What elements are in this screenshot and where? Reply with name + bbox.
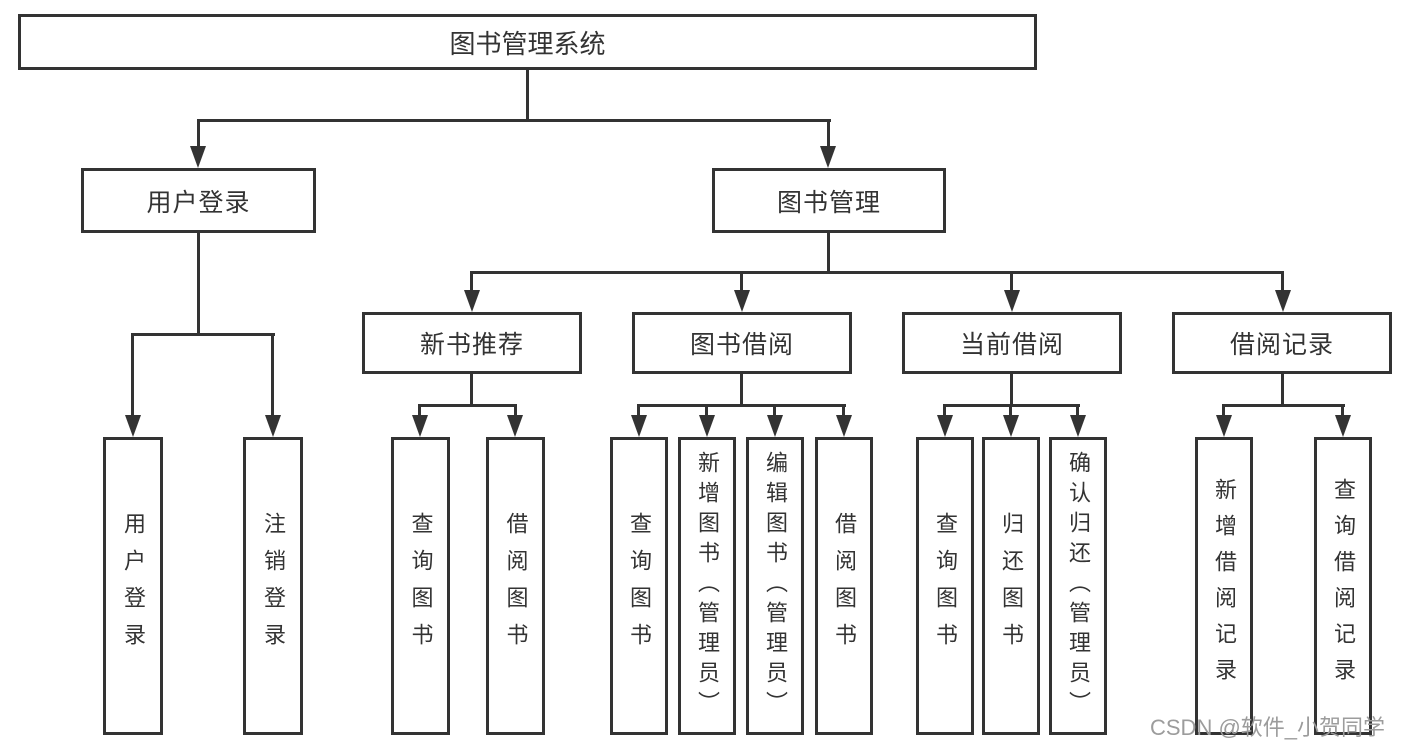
arrow-down-icon bbox=[1070, 415, 1086, 437]
node-book-management: 图书管理 bbox=[712, 168, 946, 233]
connector-to-book-borrow bbox=[740, 271, 743, 293]
connector-new-book-branch bbox=[418, 404, 517, 407]
connector-new-book-stem bbox=[470, 374, 473, 406]
connector-current-borrow-stem bbox=[1010, 374, 1013, 406]
node-current-borrow: 当前借阅 bbox=[902, 312, 1122, 374]
arrow-down-icon bbox=[507, 415, 523, 437]
node-user-login: 用户登录 bbox=[81, 168, 316, 233]
leaf-add-books-admin: 新增图书（管理员） bbox=[678, 437, 736, 735]
node-new-book-recommend: 新书推荐 bbox=[362, 312, 582, 374]
connector-borrow-records-stem bbox=[1281, 374, 1284, 406]
connector-root-branch bbox=[197, 119, 831, 122]
arrow-down-icon bbox=[464, 290, 480, 312]
leaf-logout: 注销登录 bbox=[243, 437, 303, 735]
leaf-user-login: 用户登录 bbox=[103, 437, 163, 735]
connector-leaf bbox=[1009, 404, 1012, 418]
connector-to-book-management bbox=[827, 119, 830, 149]
connector-book-management-stem bbox=[827, 233, 830, 273]
connector-leaf bbox=[1341, 404, 1344, 418]
leaf-confirm-return-admin: 确认归还（管理员） bbox=[1049, 437, 1107, 735]
connector-to-new-book bbox=[470, 271, 473, 293]
connector-leaf bbox=[842, 404, 845, 418]
arrow-down-icon bbox=[1275, 290, 1291, 312]
leaf-add-borrow-record: 新增借阅记录 bbox=[1195, 437, 1253, 735]
arrow-down-icon bbox=[1003, 415, 1019, 437]
connector-leaf bbox=[1076, 404, 1079, 418]
leaf-query-borrow-record: 查询借阅记录 bbox=[1314, 437, 1372, 735]
arrow-down-icon bbox=[265, 415, 281, 437]
arrow-down-icon bbox=[699, 415, 715, 437]
connector-to-leaf-user-login bbox=[131, 333, 134, 418]
arrow-down-icon bbox=[767, 415, 783, 437]
connector-borrow-records-branch bbox=[1222, 404, 1345, 407]
connector-leaf bbox=[418, 404, 421, 418]
connector-to-leaf-logout bbox=[271, 333, 274, 418]
leaf-edit-books-admin: 编辑图书（管理员） bbox=[746, 437, 804, 735]
arrow-down-icon bbox=[1335, 415, 1351, 437]
connector-leaf bbox=[705, 404, 708, 418]
arrow-down-icon bbox=[412, 415, 428, 437]
node-book-borrow: 图书借阅 bbox=[632, 312, 852, 374]
connector-to-current-borrow bbox=[1010, 271, 1013, 293]
arrow-down-icon bbox=[734, 290, 750, 312]
connector-root-stem bbox=[526, 70, 529, 121]
arrow-down-icon bbox=[631, 415, 647, 437]
leaf-query-books-current: 查询图书 bbox=[916, 437, 974, 735]
leaf-query-books-recommend: 查询图书 bbox=[391, 437, 450, 735]
connector-leaf bbox=[637, 404, 640, 418]
connector-leaf bbox=[943, 404, 946, 418]
connector-leaf bbox=[1222, 404, 1225, 418]
arrow-down-icon bbox=[937, 415, 953, 437]
connector-to-borrow-records bbox=[1281, 271, 1284, 293]
node-borrow-records: 借阅记录 bbox=[1172, 312, 1392, 374]
leaf-return-books: 归还图书 bbox=[982, 437, 1040, 735]
arrow-down-icon bbox=[125, 415, 141, 437]
leaf-query-books-borrow: 查询图书 bbox=[610, 437, 668, 735]
leaf-borrow-books: 借阅图书 bbox=[815, 437, 873, 735]
node-library-system: 图书管理系统 bbox=[18, 14, 1037, 70]
arrow-down-icon bbox=[1216, 415, 1232, 437]
connector-leaf bbox=[514, 404, 517, 418]
connector-book-borrow-branch bbox=[637, 404, 846, 407]
connector-user-login-branch bbox=[131, 333, 275, 336]
leaf-borrow-books-recommend: 借阅图书 bbox=[486, 437, 545, 735]
arrow-down-icon bbox=[190, 146, 206, 168]
connector-book-borrow-stem bbox=[740, 374, 743, 406]
csdn-watermark: CSDN @软件_小贺同学 bbox=[1150, 715, 1386, 740]
connector-book-management-branch bbox=[471, 271, 1284, 274]
arrow-down-icon bbox=[1004, 290, 1020, 312]
arrow-down-icon bbox=[836, 415, 852, 437]
arrow-down-icon bbox=[820, 146, 836, 168]
connector-user-login-stem bbox=[197, 233, 200, 335]
connector-to-user-login bbox=[197, 119, 200, 149]
connector-leaf bbox=[773, 404, 776, 418]
